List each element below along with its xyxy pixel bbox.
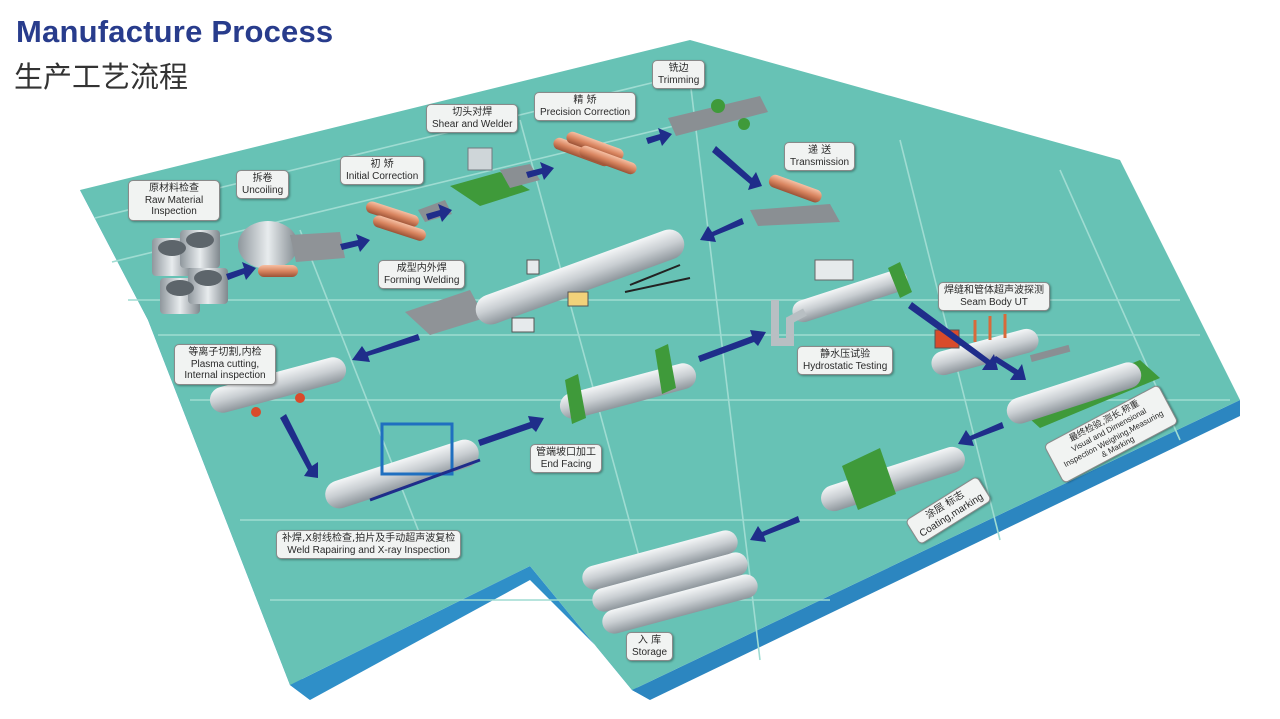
arrow-ut-final (992, 356, 1026, 380)
xray-repair-station (325, 422, 481, 509)
arrow-endface-hydro (698, 330, 766, 362)
label-seam-body-ut-cn: 焊缝和管体超声波探测 (944, 285, 1044, 296)
arrow-forming-plasma (352, 334, 420, 362)
label-uncoiling-en: Uncoiling (242, 184, 284, 196)
arrow-hydro-ut (908, 302, 998, 370)
label-shear-welder: 切头对焊 Shear and Welder (426, 104, 519, 133)
label-trimming-cn: 铣边 (668, 63, 689, 74)
label-plasma-cutting-en: Plasma cutting, Internal inspection (184, 358, 266, 382)
label-raw-material-cn: 原材料检查 (149, 183, 199, 194)
label-transmission: 递 送 Transmission (784, 142, 856, 171)
final-inspection-pipe (1006, 344, 1160, 428)
label-weld-repair-en: Weld Rapairing and X-ray Inspection (287, 544, 450, 556)
label-hydrostatic-en: Hydrostatic Testing (803, 360, 888, 372)
label-transmission-en: Transmission (790, 156, 850, 168)
page-subtitle: 生产工艺流程 (14, 60, 189, 94)
label-end-facing-en: End Facing (540, 458, 592, 470)
flow-arrows (226, 128, 1026, 542)
coating-marking-station (821, 446, 965, 512)
arrow-precision-trim (646, 128, 672, 146)
arrow-correct-shear (426, 204, 452, 222)
label-weld-repair: 补焊,X射线检查,拍片及手动超声波复检 Weld Rapairing and X… (276, 530, 462, 559)
label-end-facing-cn: 管端坡口加工 (536, 447, 596, 458)
label-seam-body-ut-en: Seam Body UT (960, 296, 1028, 308)
label-storage: 入 库 Storage (626, 632, 674, 661)
arrow-trim-transmit (712, 146, 762, 190)
arrow-plasma-xray (280, 414, 318, 478)
storage-pipes (582, 530, 758, 634)
label-precision-correction: 精 矫 Precision Correction (534, 92, 637, 121)
shear-welder (450, 147, 540, 206)
label-precision-correction-en: Precision Correction (540, 106, 631, 118)
label-shear-welder-en: Shear and Welder (432, 118, 513, 130)
label-weld-repair-cn: 补焊,X射线检查,拍片及手动超声波复检 (282, 533, 456, 544)
label-plasma-cutting-cn: 等离子切割,内检 (188, 347, 262, 358)
arrow-coating-storage (750, 516, 800, 542)
label-initial-correction-en: Initial Correction (346, 170, 419, 182)
label-storage-cn: 入 库 (637, 635, 662, 646)
hydrostatic-tester (771, 259, 912, 346)
arrow-final-coating (958, 422, 1004, 446)
precision-correction-rolls (553, 131, 637, 175)
label-uncoiling: 拆卷 Uncoiling (236, 170, 290, 199)
label-precision-correction-cn: 精 矫 (573, 95, 597, 106)
label-trimming: 铣边 Trimming (652, 60, 706, 89)
label-raw-material: 原材料检查 Raw Material Inspection (128, 180, 220, 221)
label-uncoiling-cn: 拆卷 (252, 173, 273, 184)
label-end-facing: 管端坡口加工 End Facing (530, 444, 602, 473)
plasma-cutting-pipe (209, 357, 347, 417)
label-raw-material-en: Raw Material Inspection (144, 194, 204, 218)
label-forming-welding-cn: 成型内外焊 (396, 263, 447, 274)
label-seam-body-ut: 焊缝和管体超声波探测 Seam Body UT (938, 282, 1050, 311)
page-title: Manufacture Process (16, 14, 334, 49)
label-trimming-en: Trimming (658, 74, 700, 86)
label-hydrostatic: 静水压试验 Hydrostatic Testing (797, 346, 894, 375)
transmission-rolls (750, 174, 840, 226)
label-storage-en: Storage (632, 646, 668, 658)
arrow-shear-precision (526, 162, 554, 180)
label-shear-welder-cn: 切头对焊 (452, 107, 493, 118)
arrow-xray-endface (478, 416, 544, 446)
label-hydrostatic-cn: 静水压试验 (820, 349, 871, 360)
trimming-machine (668, 96, 768, 136)
label-initial-correction: 初 矫 Initial Correction (340, 156, 425, 185)
uncoiler (238, 221, 345, 277)
end-facing-station (559, 344, 697, 424)
arrow-transmit-forming (700, 218, 744, 242)
raw-coils (152, 230, 228, 314)
label-forming-welding-en: Forming Welding (384, 274, 460, 286)
label-transmission-cn: 递 送 (807, 145, 832, 156)
arrow-coils-uncoil (226, 262, 256, 280)
label-initial-correction-cn: 初 矫 (370, 159, 394, 170)
label-plasma-cutting: 等离子切割,内检 Plasma cutting, Internal inspec… (174, 344, 276, 385)
forming-welding-line (405, 229, 691, 335)
arrow-uncoil-correct (340, 234, 370, 252)
label-forming-welding: 成型内外焊 Forming Welding (378, 260, 466, 289)
